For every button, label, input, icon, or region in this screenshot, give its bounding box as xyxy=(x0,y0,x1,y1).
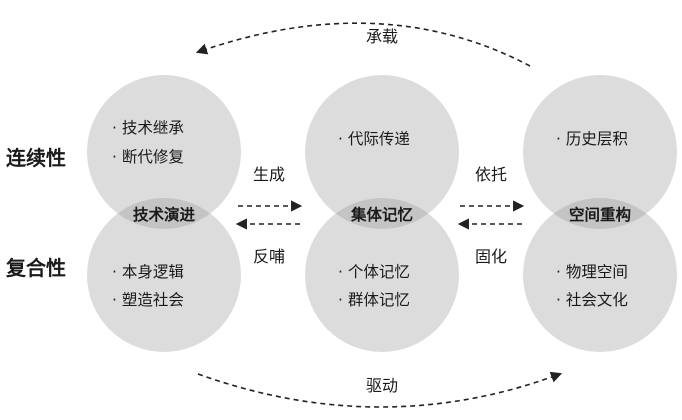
column-technology xyxy=(87,75,241,352)
relation-label-rely: 依托 xyxy=(475,165,507,184)
arc-label-drive: 驱动 xyxy=(366,376,398,395)
core-label-tech-evolution: 技术演进 xyxy=(133,205,196,224)
item-historical-layers: · 历史层积 xyxy=(556,130,628,148)
relation-label-feedback: 反哺 xyxy=(253,247,285,266)
arc-arrow-drive xyxy=(197,371,563,408)
core-label-collective-memory: 集体记忆 xyxy=(350,205,413,224)
side-label-continuity: 连续性 xyxy=(6,146,66,170)
column-memory xyxy=(305,75,459,352)
arc-arrow-carry xyxy=(195,22,531,67)
item-generational-transfer: · 代际传递 xyxy=(338,130,410,148)
arc-label-carry: 承载 xyxy=(366,27,398,46)
circle-bottom-memory xyxy=(305,198,459,352)
item-physical-space: · 物理空间 xyxy=(556,263,628,281)
column-space xyxy=(523,75,677,352)
item-tech-repair: · 断代修复 xyxy=(112,148,184,166)
item-social-culture: · 社会文化 xyxy=(556,291,628,309)
circle-top-technology xyxy=(87,75,241,229)
item-tech-logic: · 本身逻辑 xyxy=(112,263,184,281)
item-tech-shape-society: · 塑造社会 xyxy=(112,291,184,309)
relation-label-solidify: 固化 xyxy=(475,247,507,266)
circle-bottom-space xyxy=(523,198,677,352)
core-label-space-reconstruction: 空间重构 xyxy=(569,205,631,224)
item-tech-inherit: · 技术继承 xyxy=(112,119,184,137)
relation-label-generate: 生成 xyxy=(253,165,285,184)
item-group-memory: · 群体记忆 xyxy=(338,291,410,309)
item-individual-memory: · 个体记忆 xyxy=(338,263,410,281)
side-label-composite: 复合性 xyxy=(5,256,66,280)
circle-top-space xyxy=(523,75,677,229)
circle-bottom-technology xyxy=(87,198,241,352)
circle-top-memory xyxy=(305,75,459,229)
